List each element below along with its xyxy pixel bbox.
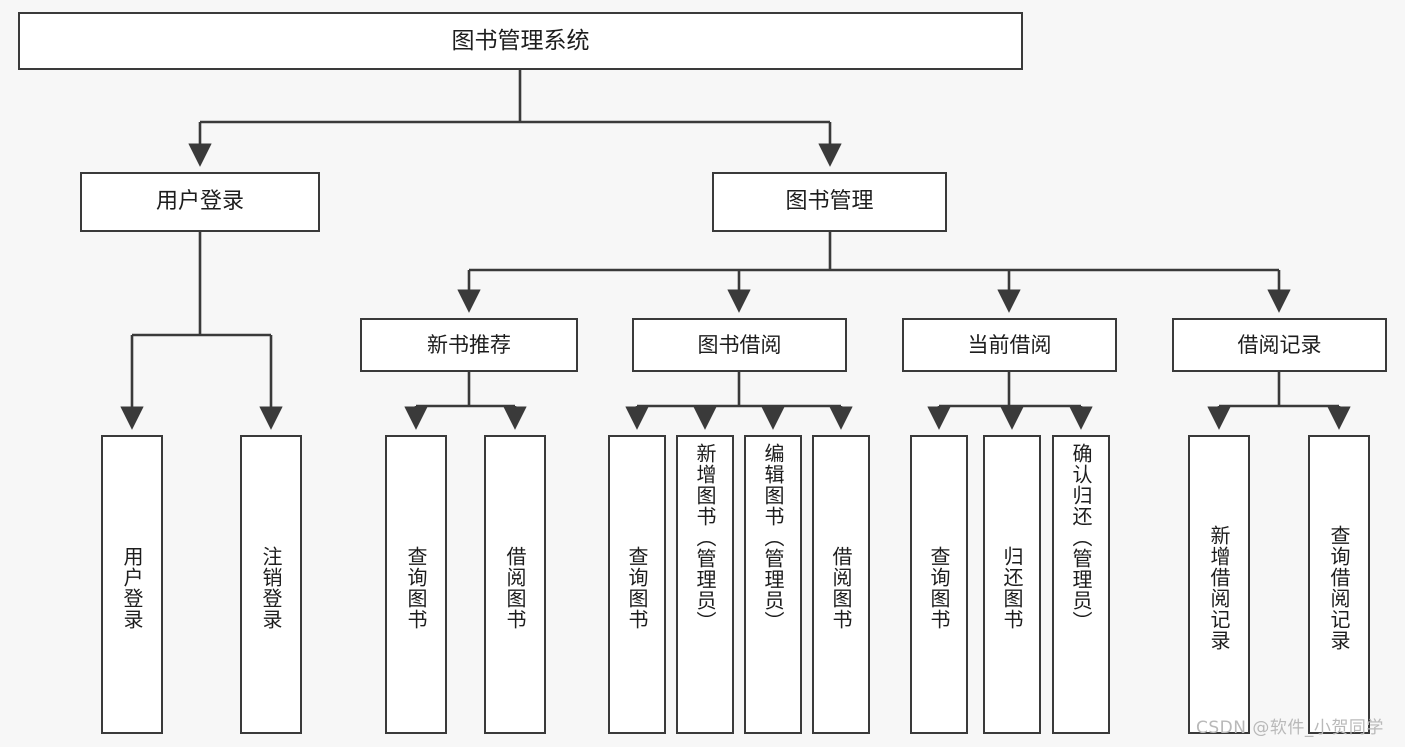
node-leaf-query-borrow-record[interactable]: 查询借阅记录 bbox=[1308, 435, 1370, 734]
node-leaf-add-book-label: 新增图书（管理员） bbox=[693, 443, 717, 632]
node-book-borrow[interactable]: 图书借阅 bbox=[632, 318, 847, 372]
node-leaf-return-book[interactable]: 归还图书 bbox=[983, 435, 1041, 734]
node-book-manage[interactable]: 图书管理 bbox=[712, 172, 947, 232]
node-borrow-record-label: 借阅记录 bbox=[1237, 332, 1322, 357]
node-leaf-confirm-return[interactable]: 确认归还（管理员） bbox=[1052, 435, 1110, 734]
node-new-book-recommend[interactable]: 新书推荐 bbox=[360, 318, 578, 372]
csdn-watermark: CSDN @软件_小贺同学 bbox=[1196, 718, 1384, 738]
node-leaf-user-login-label: 用户登录 bbox=[120, 545, 144, 630]
node-leaf-confirm-return-label: 确认归还（管理员） bbox=[1069, 443, 1093, 632]
node-leaf-user-logout[interactable]: 注销登录 bbox=[240, 435, 302, 734]
node-leaf-add-borrow-record[interactable]: 新增借阅记录 bbox=[1188, 435, 1250, 734]
node-leaf-query-book-3[interactable]: 查询图书 bbox=[910, 435, 968, 734]
node-root[interactable]: 图书管理系统 bbox=[18, 12, 1023, 70]
node-leaf-return-book-label: 归还图书 bbox=[1000, 545, 1024, 630]
node-user-login[interactable]: 用户登录 bbox=[80, 172, 320, 232]
node-leaf-edit-book-label: 编辑图书（管理员） bbox=[761, 443, 785, 632]
node-leaf-edit-book[interactable]: 编辑图书（管理员） bbox=[744, 435, 802, 734]
node-current-borrow-label: 当前借阅 bbox=[967, 332, 1052, 357]
node-leaf-borrow-book-1[interactable]: 借阅图书 bbox=[484, 435, 546, 734]
node-leaf-add-book[interactable]: 新增图书（管理员） bbox=[676, 435, 734, 734]
node-leaf-user-logout-label: 注销登录 bbox=[259, 545, 283, 630]
node-leaf-query-book-1-label: 查询图书 bbox=[404, 545, 428, 630]
node-leaf-user-login[interactable]: 用户登录 bbox=[101, 435, 163, 734]
node-leaf-query-book-2[interactable]: 查询图书 bbox=[608, 435, 666, 734]
node-book-borrow-label: 图书借阅 bbox=[697, 332, 782, 357]
node-leaf-borrow-book-1-label: 借阅图书 bbox=[503, 545, 527, 630]
node-leaf-query-borrow-record-label: 查询借阅记录 bbox=[1327, 524, 1351, 651]
node-leaf-query-book-1[interactable]: 查询图书 bbox=[385, 435, 447, 734]
node-book-manage-label: 图书管理 bbox=[785, 189, 874, 215]
node-leaf-query-book-3-label: 查询图书 bbox=[927, 545, 951, 630]
node-borrow-record[interactable]: 借阅记录 bbox=[1172, 318, 1387, 372]
node-leaf-add-borrow-record-label: 新增借阅记录 bbox=[1207, 524, 1231, 651]
node-user-login-label: 用户登录 bbox=[155, 189, 244, 215]
node-leaf-borrow-book-2-label: 借阅图书 bbox=[829, 545, 853, 630]
node-new-book-recommend-label: 新书推荐 bbox=[427, 332, 511, 357]
node-leaf-borrow-book-2[interactable]: 借阅图书 bbox=[812, 435, 870, 734]
node-leaf-query-book-2-label: 查询图书 bbox=[625, 545, 649, 630]
node-current-borrow[interactable]: 当前借阅 bbox=[902, 318, 1117, 372]
node-root-label: 图书管理系统 bbox=[451, 27, 590, 54]
